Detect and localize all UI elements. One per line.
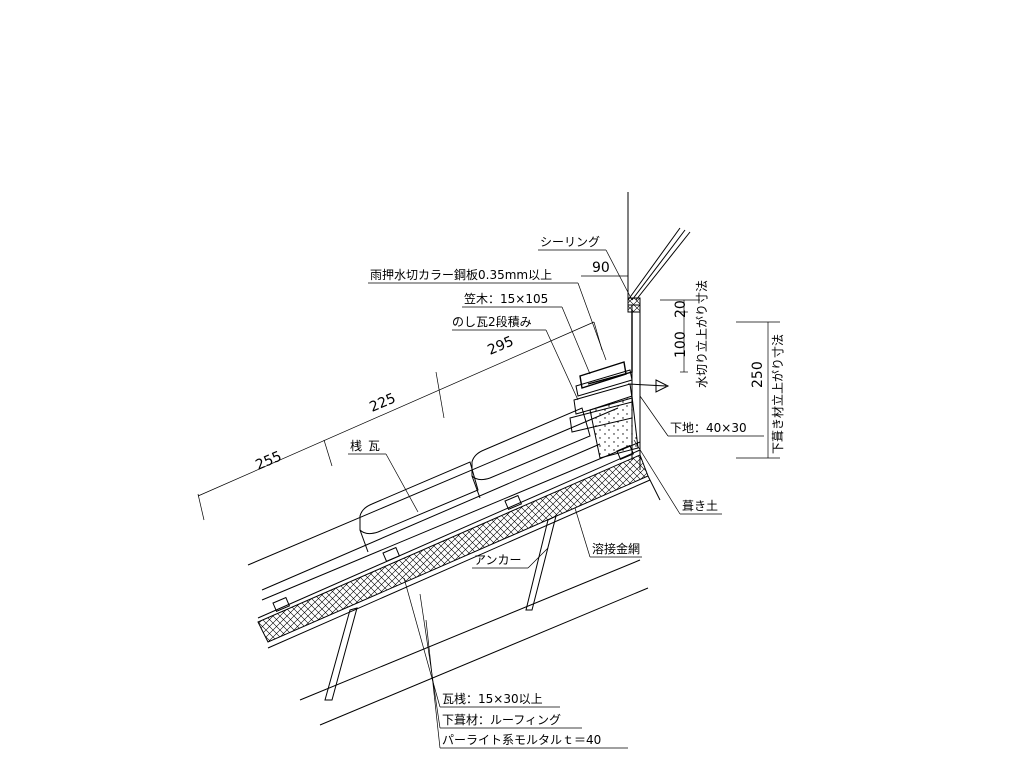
sealing-block [627,297,641,313]
label-fukido: 葺き土 [682,499,718,513]
roof-deck [267,475,661,726]
dim-flash-rise-label: 水切り立上がり寸法 [694,280,709,388]
dim-under-rise-label: 下葺き材立上がり寸法 [770,334,785,454]
leader-lines [348,249,764,749]
dim-225: 225 [367,391,398,416]
mortar-layer [257,454,649,643]
dim-90: 90 [592,260,610,276]
rafters [324,515,557,701]
noshi-stack [569,369,639,459]
dim-100: 100 [673,331,689,358]
label-wire-mesh: 溶接金網 [592,541,640,556]
label-mortar: パーライト系モルタルｔ＝40 [442,733,601,747]
label-underlay: 下葺材：ルーフィング [442,713,561,727]
dim-255: 255 [253,449,284,474]
label-shitaji: 下地：40×30 [670,421,747,435]
wall-siding-lines [627,227,691,301]
pan-tiles [247,407,619,591]
slope-dimensions [197,321,603,521]
label-sangawara: 桟瓦 [350,439,386,453]
fastener [627,379,670,393]
dim-20: 20 [673,300,689,318]
fukido-soil [589,395,639,459]
label-sealing: シーリング [540,235,600,249]
label-batten: 瓦桟：15×30以上 [442,692,543,706]
dim-295: 295 [485,334,516,359]
tile-battens [272,444,635,612]
dim-250: 250 [750,361,766,388]
label-noshi: のし瓦2段積み [452,314,532,329]
label-kasagi: 笠木：15×105 [464,291,548,306]
underlay-lines [257,441,641,619]
label-flashing: 雨押水切カラー鋼板0.35mm以上 [370,268,552,282]
flashing [587,310,633,385]
label-anchor: アンカー [474,553,522,567]
vertical-dimensions [581,275,780,459]
